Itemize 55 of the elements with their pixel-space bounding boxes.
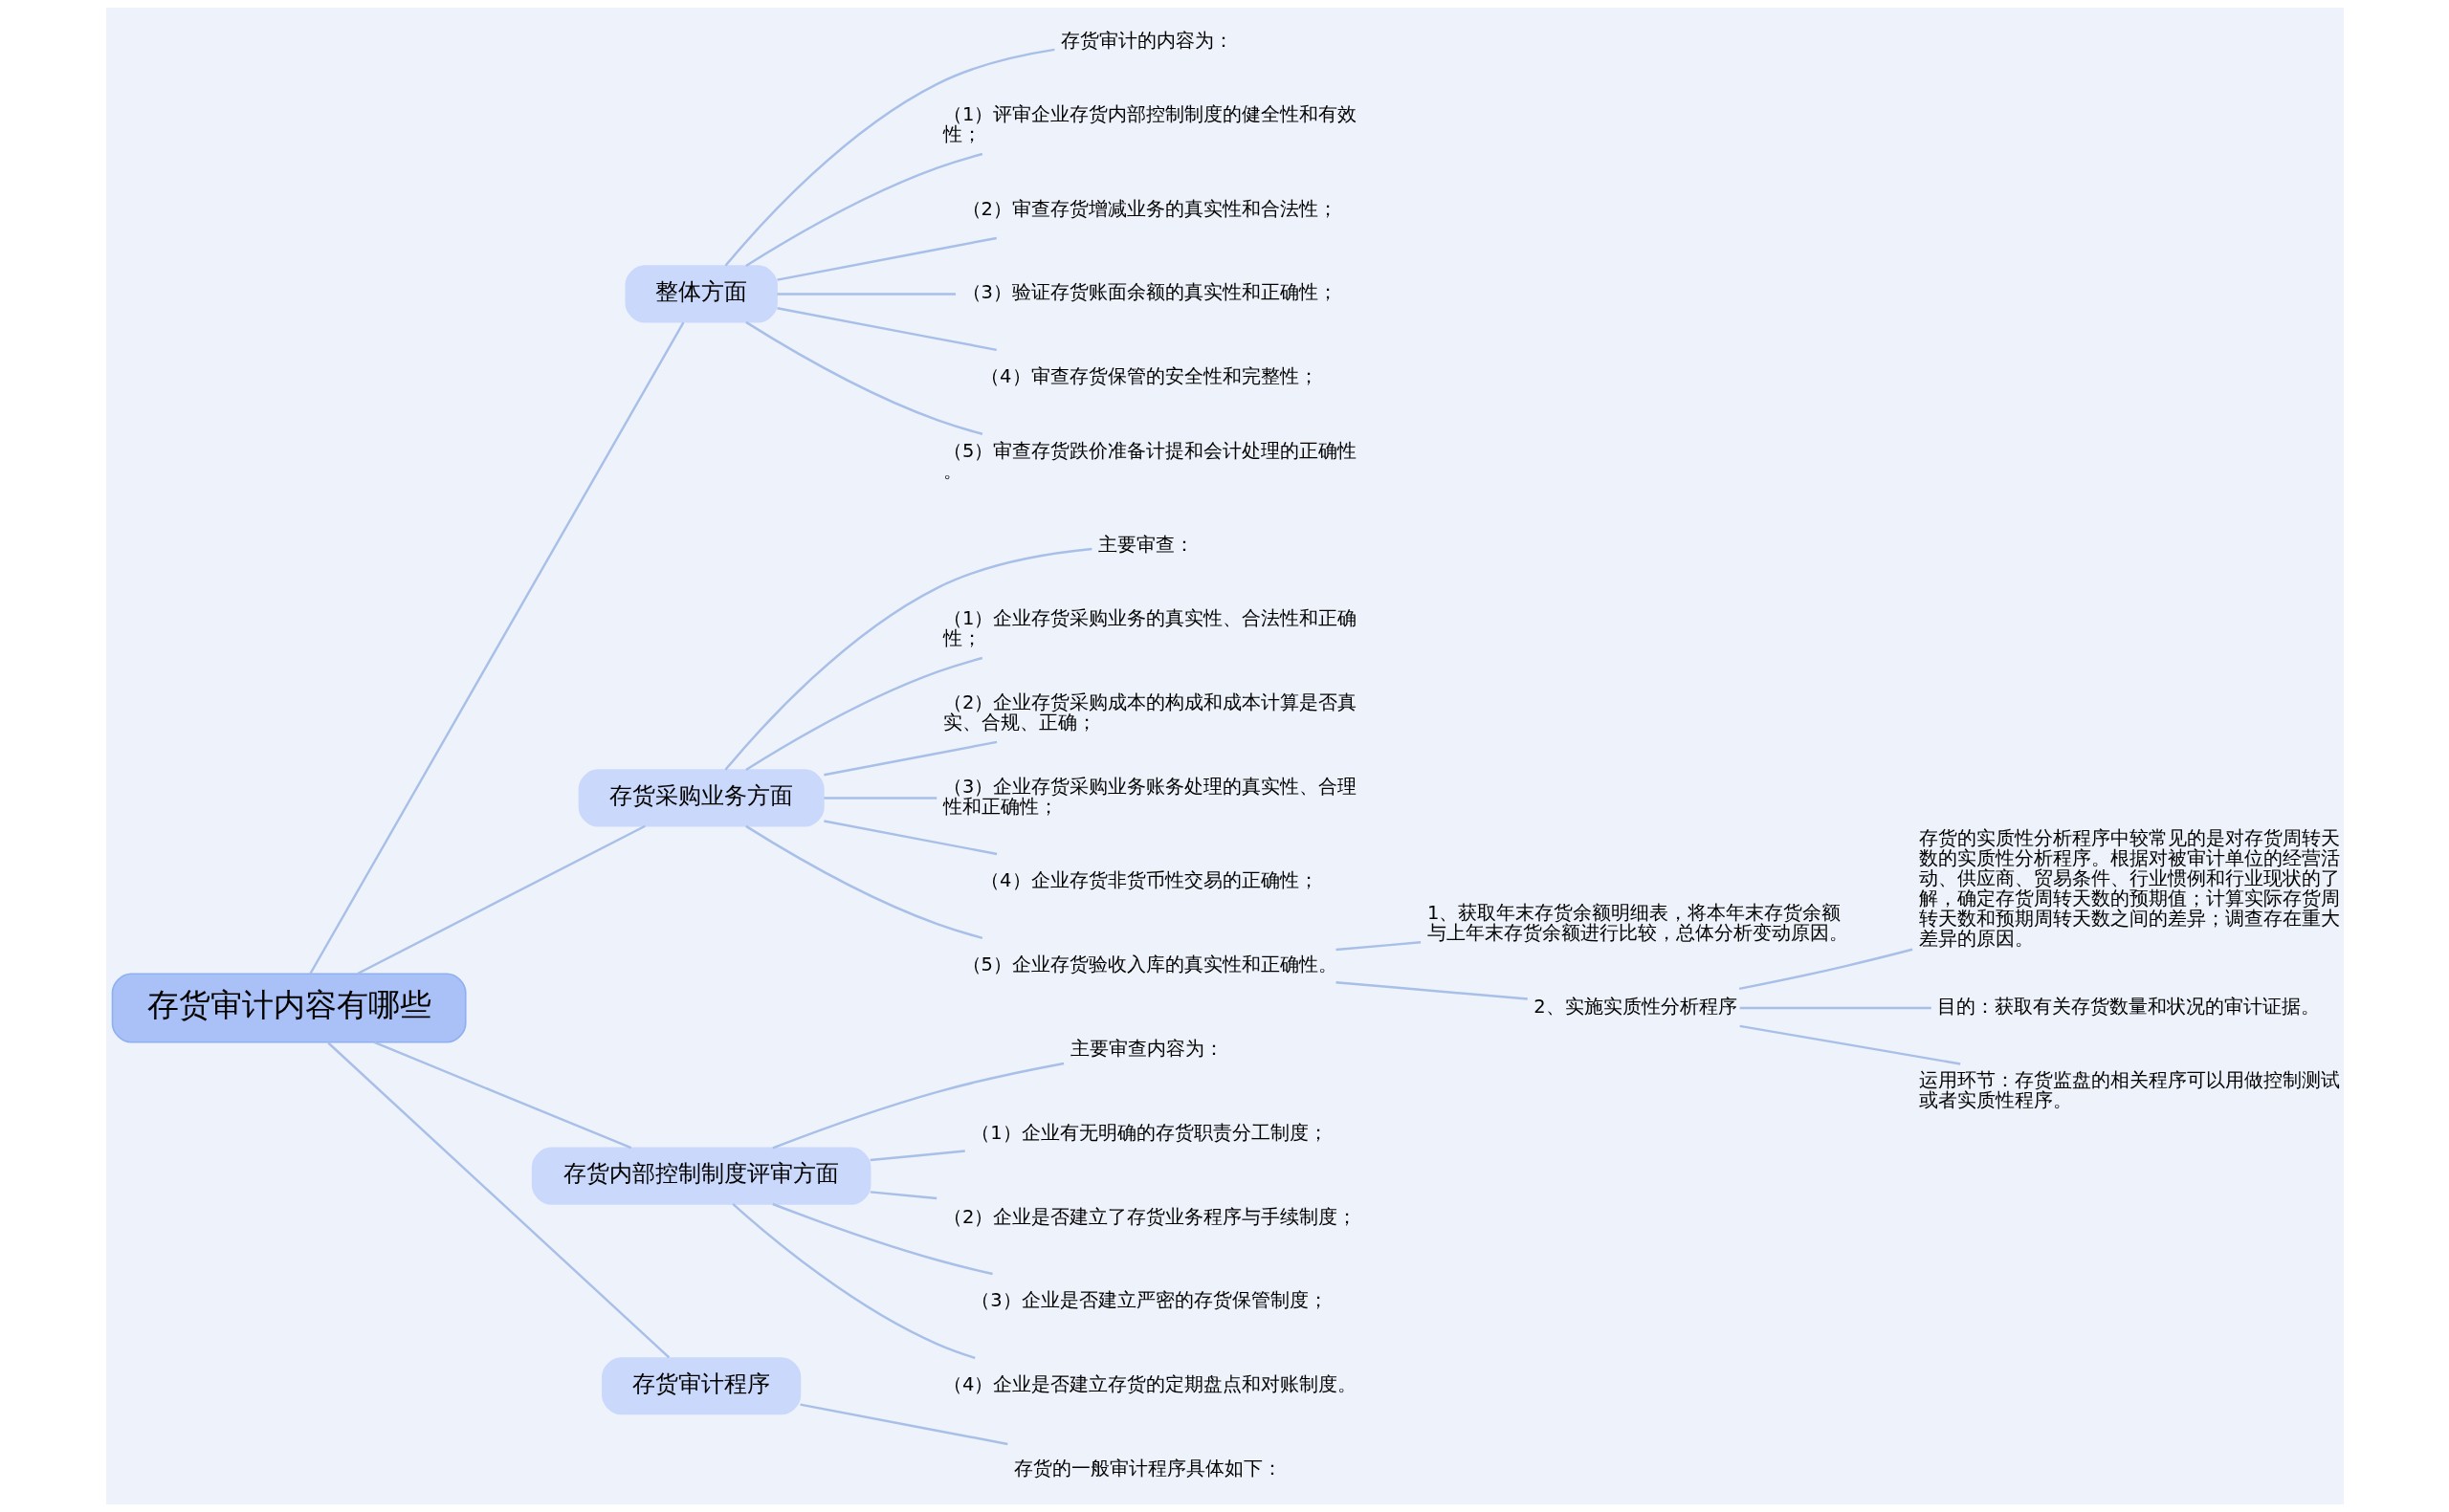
node-text: 存货的一般审计程序具体如下： xyxy=(1013,1457,1282,1480)
connector xyxy=(373,1041,631,1150)
node-text: （1）评审企业存货内部控制制度的健全性和有效性； xyxy=(942,103,1357,146)
connector xyxy=(731,1203,976,1360)
connector xyxy=(1335,981,1528,1000)
connector xyxy=(799,1403,1008,1446)
node-text: 运用环节：存货监盘的相关程序可以用做控制测试或者实质性程序。 xyxy=(1918,1069,2340,1112)
node-box: 存货采购业务方面 xyxy=(578,769,825,827)
connector xyxy=(776,236,997,281)
connector xyxy=(1738,1024,1960,1065)
connector xyxy=(326,1041,670,1359)
node-text: （2）审查存货增减业务的真实性和合法性； xyxy=(961,197,1337,220)
connector xyxy=(870,1150,965,1162)
node-text: 主要审查： xyxy=(1097,533,1194,556)
connector xyxy=(744,152,982,267)
connector xyxy=(308,321,684,975)
connector xyxy=(823,740,997,777)
node-text: 存货审计的内容为： xyxy=(1060,29,1233,52)
node-text: （2）企业是否建立了存货业务程序与手续制度； xyxy=(942,1205,1357,1228)
node-text: （5）审查存货跌价准备计提和会计处理的正确性。 xyxy=(942,439,1357,482)
node-text: （5）企业存货验收入库的真实性和正确性。 xyxy=(961,953,1337,976)
node-text: 存货的实质性分析程序中较常见的是对存货周转天数的实质性分析程序。根据对被审计单位的经营活动、供应商、贸易条件、行业惯例和行业现状的了解，确定存货周转天数的预期值；计算实际存货周转天数和预期周转天数之间的差异；调查存在重大差异的原因。 xyxy=(1918,826,2340,951)
node-text: 1、获取年末存货余额明细表，将本年末存货余额与上年末存货余额进行比较，总体分析变动原因。 xyxy=(1426,901,1848,944)
node-text: （4）企业存货非货币性交易的正确性； xyxy=(980,869,1318,892)
node-box: 存货内部控制制度评审方面 xyxy=(531,1147,871,1205)
node-text: （1）企业有无明确的存货职责分工制度； xyxy=(970,1121,1328,1144)
connector xyxy=(723,547,1092,771)
node-text: （2）企业存货采购成本的构成和成本计算是否真实、合规、正确； xyxy=(942,691,1357,734)
connector xyxy=(823,820,997,856)
connector xyxy=(777,293,956,296)
connector xyxy=(1335,941,1421,952)
connector xyxy=(744,824,982,939)
node-box: 存货审计内容有哪些 xyxy=(111,973,467,1043)
node-text: 2、实施实质性分析程序 xyxy=(1533,996,1737,1019)
connector xyxy=(356,824,646,975)
node-text: （1）企业存货采购业务的真实性、合法性和正确性； xyxy=(942,607,1357,650)
connector xyxy=(1739,1006,1931,1010)
node-text: （3）企业存货采购业务账务处理的真实性、合理性和正确性； xyxy=(942,775,1357,819)
connector xyxy=(776,307,997,352)
connector xyxy=(1738,948,1912,991)
node-box: 存货审计程序 xyxy=(601,1357,801,1415)
node-text: 目的：获取有关存货数量和状况的审计证据。 xyxy=(1936,996,2320,1019)
node-text: （4）企业是否建立存货的定期盘点和对账制度。 xyxy=(942,1373,1357,1396)
connector xyxy=(744,320,982,435)
node-text: （3）验证存货账面余额的真实性和正确性； xyxy=(961,281,1337,304)
connector xyxy=(723,48,1055,267)
connector xyxy=(823,797,937,800)
connector xyxy=(771,1062,1064,1150)
node-box: 整体方面 xyxy=(624,265,778,323)
connector xyxy=(771,1202,993,1276)
node-text: （3）企业是否建立严密的存货保管制度； xyxy=(970,1289,1328,1312)
connector xyxy=(744,656,982,771)
node-text: 主要审查内容为： xyxy=(1070,1037,1224,1060)
connector xyxy=(870,1191,937,1200)
node-text: （4）审查存货保管的安全性和完整性； xyxy=(980,365,1318,388)
